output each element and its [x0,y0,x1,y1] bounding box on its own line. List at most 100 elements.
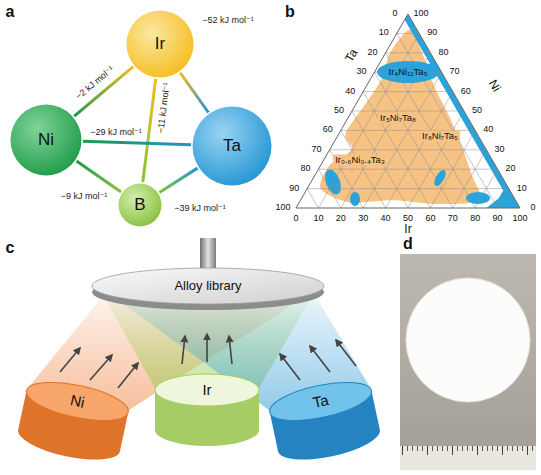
tick-label: 90 [493,213,503,223]
alloy-wafer [406,278,530,402]
node-text: Ir [202,381,211,399]
flux-arrow [182,336,185,364]
crystalline-region [432,168,448,188]
panel-letter: b [285,3,295,21]
tick-label: 60 [461,85,471,95]
grid-line [453,150,487,208]
axis-label: Ir [404,223,411,237]
composition-label: Ir₅Ni₇Ta₈ [378,113,418,124]
composition-label: Ir₀.₆Ni₀.₄Ta₃ [333,155,387,166]
alloy-library-disk: Alloy library [90,266,326,312]
enthalpy-label: −2 kJ mol⁻¹ [72,63,118,104]
enthalpy-label: −11 kJ mol⁻¹ [155,80,173,136]
bond-line [83,141,191,144]
circle-shape [127,11,194,78]
ruler-major-ticks [400,446,536,470]
tick-label: 20 [506,163,516,173]
grid-line [363,91,453,92]
crystalline-region [322,167,344,196]
grid-line [386,52,431,53]
circle-shape [119,184,162,227]
ruler-ticks [400,446,536,470]
sputter-target: Ir [152,372,262,450]
node-shape [11,372,135,471]
glass-forming-region [320,30,481,205]
tick-label: 80 [300,163,310,173]
tick-label: 50 [334,105,344,115]
target-face [155,374,259,406]
tick-label: 90 [427,27,437,37]
grid-line [318,33,419,208]
tick-label: 70 [448,213,458,223]
disk-face [92,268,324,304]
grid-line [408,111,464,208]
tick-label: 70 [312,144,322,154]
node-text: Ta [311,391,330,412]
axis-label: Ni [485,78,503,95]
enthalpy-label: −9 kJ mol⁻¹ [59,191,110,202]
grid-line [318,169,340,208]
tick-label: 80 [438,47,448,57]
circle-shape [193,107,272,186]
crystalline-region [486,185,520,208]
tick-label: 10 [313,213,323,223]
grid-line [386,92,453,208]
tick-label: 30 [494,144,504,154]
composition-label: Ir₈Ni₇Ta₅ [420,131,460,142]
enthalpy-label: −52 kJ mol⁻¹ [200,15,256,26]
enthalpy-label: −29 kJ mol⁻¹ [88,127,144,138]
element-circle: Ta [192,106,272,186]
bond-line [180,73,208,113]
tick-label: 100 [275,202,290,212]
tick-label: 20 [368,47,378,57]
panel-letter: d [403,235,413,253]
flux-arrow [206,334,208,362]
tick-label: 50 [472,105,482,115]
flux-arrow [118,363,138,388]
grid-line [475,169,497,208]
tick-label: 0 [392,8,397,18]
grid-line [341,130,386,208]
grid-line [397,33,419,34]
flux-arrow [310,346,330,372]
grid-line [498,189,509,208]
photo-background [400,254,536,470]
grid-line [352,111,464,112]
bond-line [159,168,197,192]
tick-label: 20 [336,213,346,223]
node-text: Ir [155,34,165,54]
node-text: Ta [223,136,241,156]
tick-label: 80 [470,213,480,223]
node-text: Alloy library [174,278,241,294]
flux-arrow [280,354,300,380]
flux-arrow [60,348,80,372]
sputter-target: Ta [263,372,387,471]
node-text: B [134,195,145,215]
element-circle: Ni [10,104,82,176]
tick-label: 60 [425,213,435,223]
tick-label: 100 [512,213,527,223]
grid-line [307,188,509,189]
grid-line [430,130,475,208]
grid-line [363,92,430,208]
tick-label: 10 [517,182,527,192]
tick-label: 0 [293,213,298,223]
tick-label: 0 [530,202,535,212]
node-text: Ni [38,130,54,150]
phase-regions [320,14,520,208]
tick-label: 40 [381,213,391,223]
tick-label: 50 [403,213,413,223]
tick-label: 30 [358,213,368,223]
flux-arrow [90,355,112,380]
tick-label: 30 [356,66,366,76]
tick-label: 90 [289,182,299,192]
element-circle: Ir [126,10,194,78]
ruler [400,446,536,470]
ternary-ground [296,14,520,208]
tick-label: 10 [379,27,389,37]
flux-arrow [229,336,232,364]
bond-line [143,79,156,182]
composition-label: Ir₄Ni₁₁Ta₅ [387,67,430,78]
tick-label: 40 [345,85,355,95]
